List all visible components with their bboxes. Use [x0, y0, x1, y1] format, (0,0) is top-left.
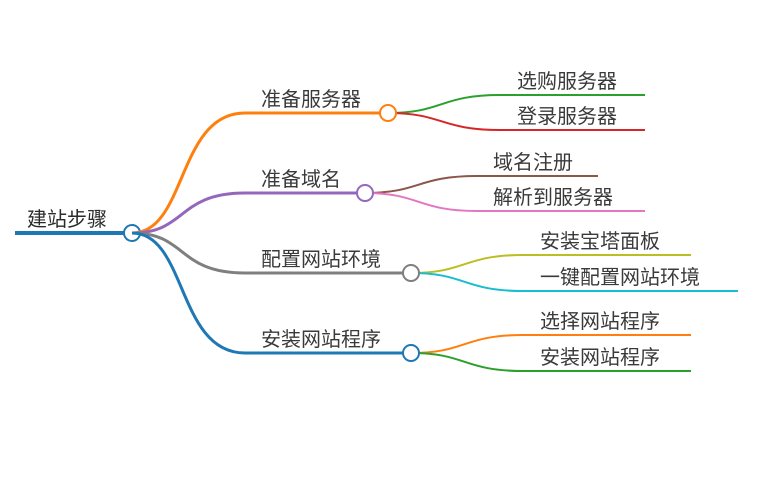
edges-layer — [131, 94, 738, 372]
branch-4-child-1-label: 选择网站程序 — [540, 309, 660, 333]
branch-1-node-circle[interactable] — [379, 104, 397, 122]
branch-4-child-2-connector — [410, 352, 524, 372]
branch-2-child-1-connector — [364, 175, 478, 194]
branch-4-child-1-connector — [410, 334, 524, 354]
branch-2-label: 准备域名 — [261, 167, 341, 191]
branch-4-connector — [131, 231, 246, 355]
branch-2-connector — [131, 191, 246, 235]
root-label: 建站步骤 — [27, 207, 107, 231]
root-node: 建站步骤 — [15, 207, 141, 242]
branch-1-connector — [131, 111, 246, 235]
branch-1-child-2-label: 登录服务器 — [517, 104, 617, 128]
branch-2-child-2-label: 解析到服务器 — [493, 185, 613, 209]
branch-4-child-2-label: 安装网站程序 — [540, 345, 660, 369]
branch-3-child-2-connector — [410, 272, 524, 292]
branch-1-child-1-label: 选购服务器 — [517, 69, 617, 93]
branch-1-label: 准备服务器 — [261, 87, 361, 111]
branch-1-child-2-connector — [387, 112, 501, 131]
branch-4-node-circle[interactable] — [402, 344, 420, 362]
branch-3-child-1-connector — [410, 254, 524, 274]
branch-2-node-circle[interactable] — [356, 184, 374, 202]
branch-3-label: 配置网站环境 — [261, 247, 381, 271]
branch-3-connector — [131, 231, 246, 275]
branch-4-label: 安装网站程序 — [261, 327, 381, 351]
branch-3-child-1-label: 安装宝塔面板 — [540, 229, 660, 253]
branch-2-child-1-label: 域名注册 — [493, 150, 573, 174]
branch-3-child-2-label: 一键配置网站环境 — [540, 265, 700, 289]
branch-3-node-circle[interactable] — [402, 264, 420, 282]
branch-1-child-1-connector — [387, 94, 501, 114]
branch-2-child-2-connector — [364, 192, 478, 212]
